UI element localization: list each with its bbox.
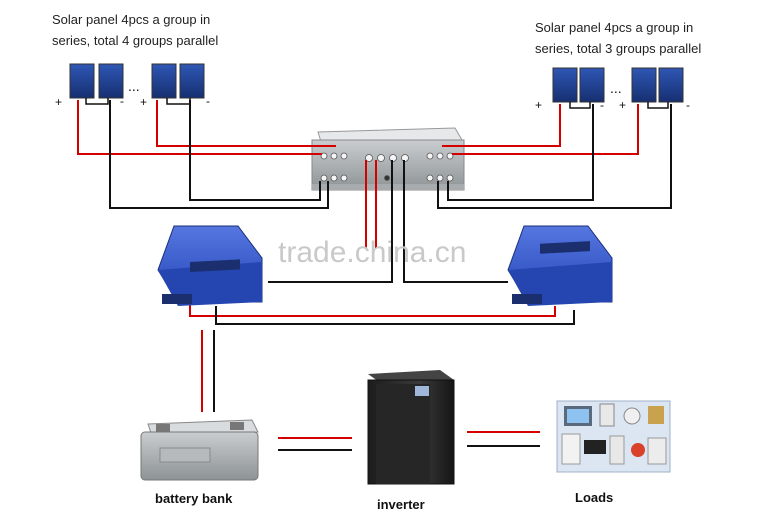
solar-panel [98,63,124,99]
right-array-caption-line1: Solar panel 4pcs a group in [535,20,694,35]
battery-bank-label: battery bank [155,491,233,506]
right-ellipsis: ... [610,80,622,96]
left-array-caption-line2: series, total 4 groups parallel [52,33,219,48]
solar-panel [631,67,657,103]
battery-bank [140,419,259,481]
charge-controller-right [507,225,613,306]
right-array-wires [437,104,672,209]
loads-collage [556,400,671,473]
combiner-box [311,127,465,191]
combiner-output-wires [268,160,508,283]
watermark-text: trade.china.cn [278,236,467,269]
right-array-caption-line2: series, total 3 groups parallel [535,41,702,56]
left-ellipsis: ... [128,78,140,94]
right-minus-sign-1: - [600,98,604,112]
charge-controller-left [157,225,263,306]
left-plus-sign-1: + [55,95,63,109]
controller-battery-wires [189,304,575,412]
inverter-cabinet [367,370,455,485]
solar-panel [658,67,684,103]
right-solar-panels [552,67,684,109]
inverter-label: inverter [377,497,425,512]
ac-dc-wires [278,431,540,451]
solar-panel [579,67,605,103]
loads-label: Loads [575,490,614,505]
left-minus-sign-2: - [206,94,210,108]
right-plus-sign-2: + [619,98,627,112]
right-plus-sign-1: + [535,98,543,112]
left-plus-sign-2: + [140,95,148,109]
solar-panel [69,63,95,99]
left-array-caption-line1: Solar panel 4pcs a group in [52,12,211,27]
solar-panel [552,67,578,103]
left-array-wires [77,100,336,209]
solar-panel [179,63,205,99]
solar-panel [151,63,177,99]
left-minus-sign-1: - [120,94,124,108]
right-minus-sign-2: - [686,98,690,112]
left-solar-panels [69,63,205,105]
